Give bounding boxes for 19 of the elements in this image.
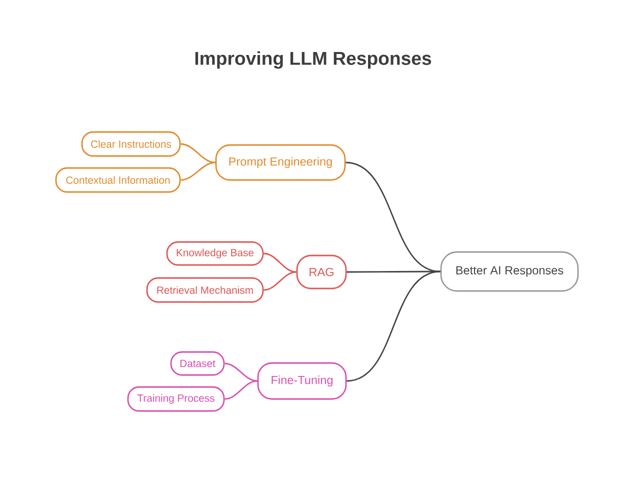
connector	[346, 162, 440, 272]
method-box: Fine-Tuning	[257, 362, 347, 400]
connector	[224, 362, 258, 382]
detail-box: Contextual Information	[55, 167, 181, 193]
connector	[264, 271, 296, 291]
detail-box: Dataset	[170, 351, 225, 376]
connector	[346, 270, 440, 382]
detail-box: Retrieval Mechanism	[146, 277, 264, 303]
detail-box: Clear Instructions	[81, 131, 181, 157]
result-box: Better AI Responses	[440, 251, 579, 292]
detail-box: Knowledge Base	[166, 241, 264, 266]
connector	[180, 143, 216, 164]
connector	[224, 380, 258, 400]
title: Improving LLM Responses	[195, 51, 432, 69]
method-box: Prompt Engineering	[215, 144, 346, 181]
detail-box: Training Process	[127, 386, 225, 412]
connector	[180, 162, 216, 181]
method-box: RAG	[296, 254, 347, 290]
connector	[264, 252, 296, 273]
